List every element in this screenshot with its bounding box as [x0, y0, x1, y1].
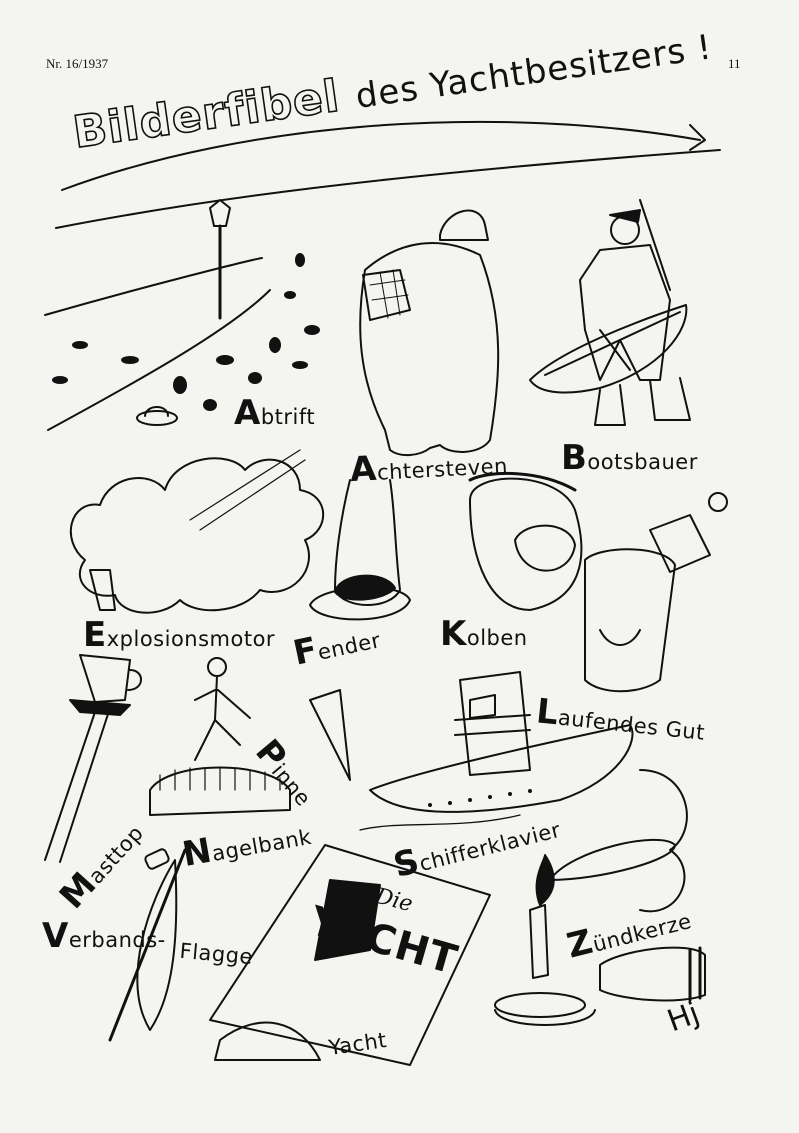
label-abtrift: Abtrift — [234, 393, 316, 433]
kolben-face — [469, 477, 583, 611]
hand-icon — [599, 946, 706, 1002]
title-ribbon-line — [61, 120, 701, 191]
boat-icon — [529, 304, 688, 394]
piano-icon — [459, 671, 531, 776]
cigar-icon — [549, 838, 676, 881]
runner — [207, 657, 227, 677]
flagpole — [108, 848, 187, 1042]
bending-man — [359, 242, 500, 456]
label-kolben: Kolben — [440, 614, 528, 654]
label-explosionsmotor: Explosionsmotor — [83, 615, 276, 655]
label-achtersteven: Achtersteven — [349, 448, 509, 491]
page-number: 11 — [728, 56, 741, 71]
box-icon — [649, 514, 711, 573]
label-flagge: Flagge — [178, 938, 254, 970]
explosion-cloud — [69, 457, 325, 614]
face-outline — [639, 769, 688, 913]
hat-icon — [136, 410, 178, 426]
submarine-icon — [369, 724, 634, 813]
candle-icon — [529, 904, 549, 979]
magazine-cover — [209, 844, 491, 1066]
label-yacht: Yacht — [327, 1028, 389, 1060]
flag-icon — [136, 859, 178, 1031]
fender-finger — [334, 479, 401, 606]
label-verbands: Verbands- — [42, 916, 166, 956]
nail-icon — [309, 689, 351, 781]
label-bootsbauer: Bootsbauer — [561, 438, 698, 478]
footprints — [52, 253, 320, 411]
barrel-icon — [584, 548, 676, 693]
lamp-icon — [209, 199, 231, 227]
masttop-cup — [79, 654, 131, 703]
nailbed-icon — [149, 766, 291, 816]
issue-number: Nr. 16/1937 — [46, 56, 109, 71]
